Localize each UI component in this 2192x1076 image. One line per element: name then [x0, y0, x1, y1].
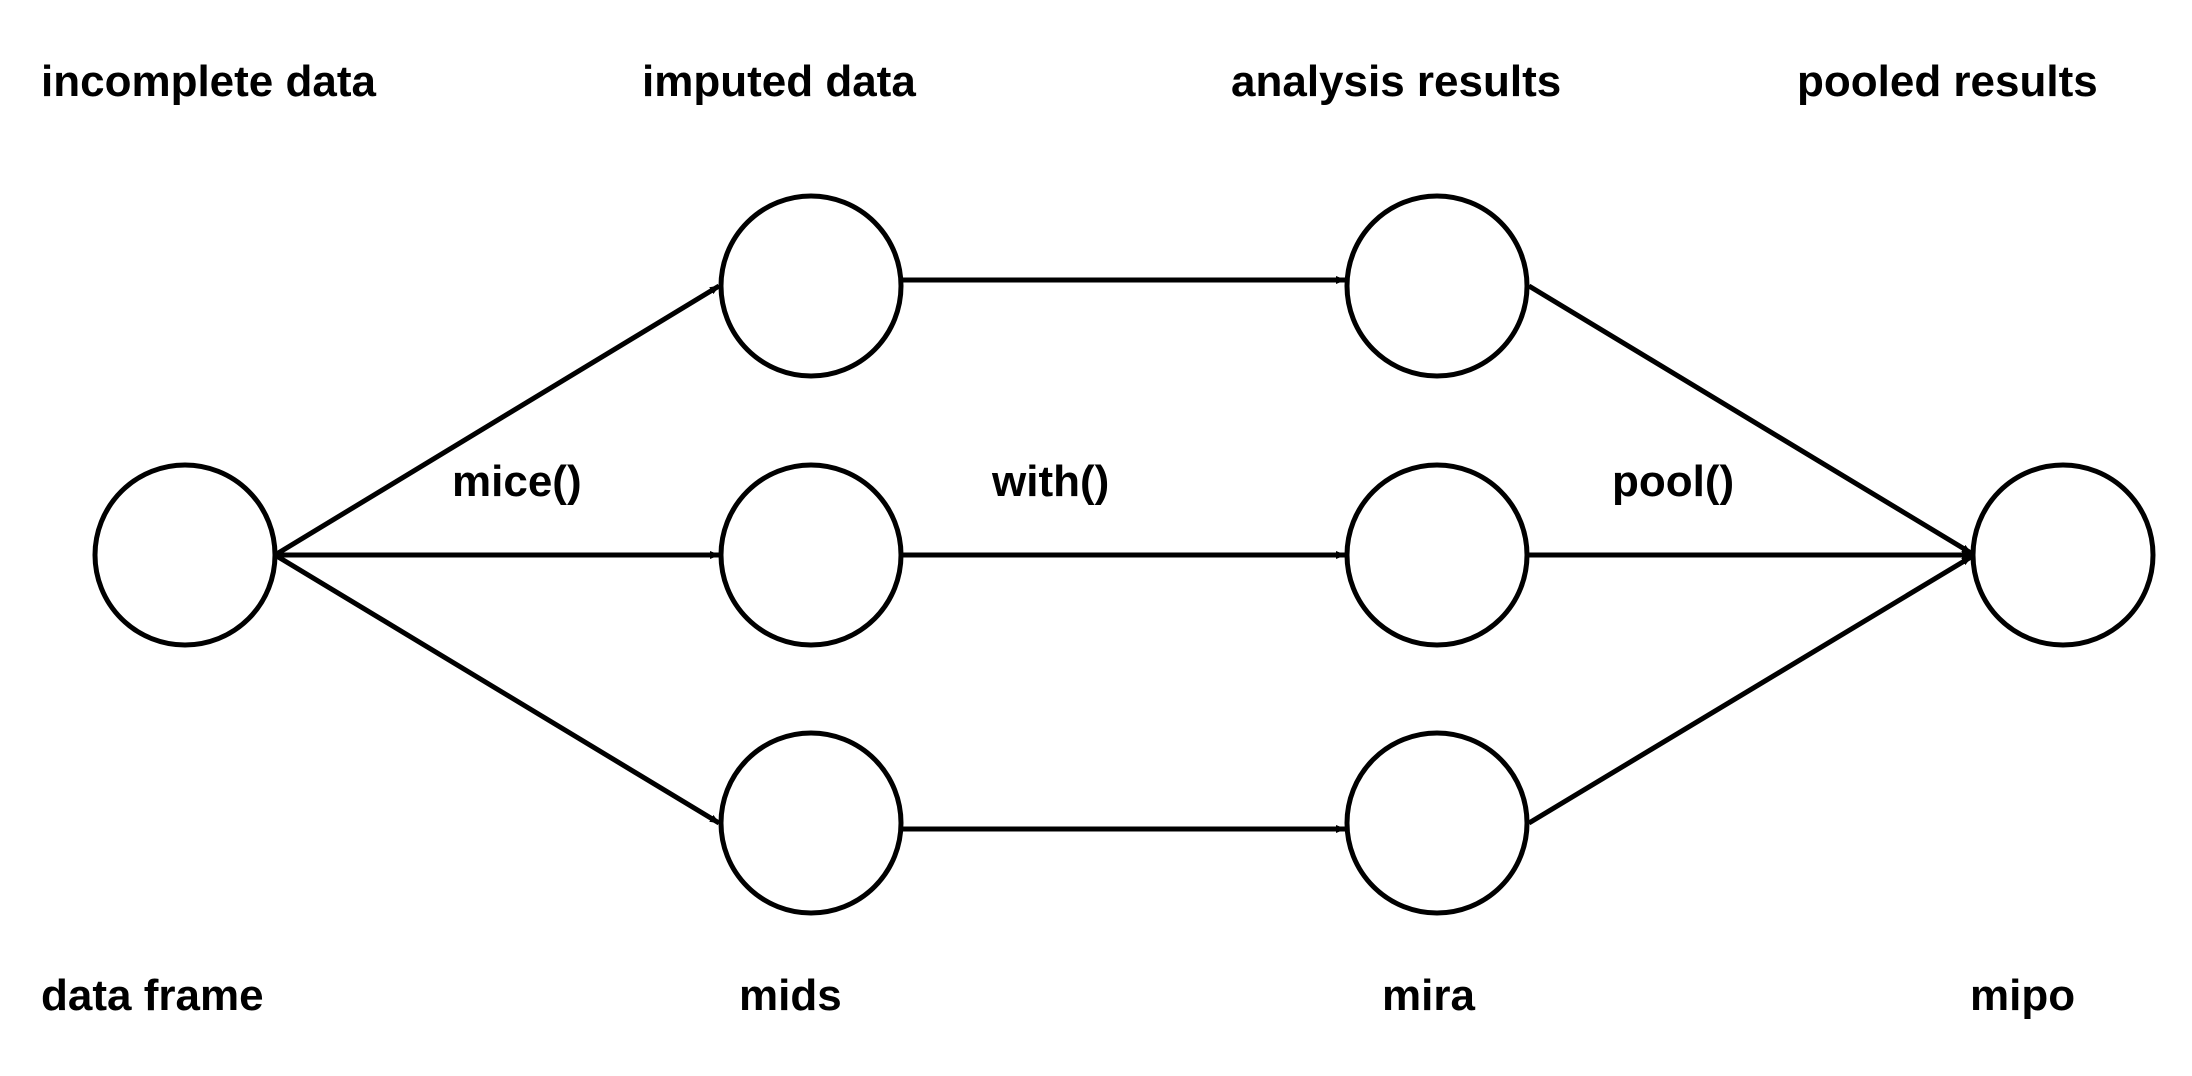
node-imputed-2 [718, 462, 904, 648]
class-label-data-frame: data frame [41, 971, 264, 1020]
header-analysis-results: analysis results [1231, 57, 1561, 106]
header-pooled-results: pooled results [1797, 57, 2098, 106]
node-analysis-1 [1344, 193, 1530, 379]
header-imputed-data: imputed data [642, 57, 916, 106]
arrow-analysis-3-to-pooled [1527, 554, 1973, 826]
class-label-mipo: mipo [1970, 971, 2075, 1020]
class-label-mira: mira [1382, 971, 1475, 1020]
class-label-mids: mids [739, 971, 842, 1020]
arrow-analysis-1-to-pooled [1527, 283, 1973, 556]
node-data-frame [92, 462, 278, 648]
arrow-df-to-imputed-3 [273, 552, 721, 826]
node-analysis-2 [1344, 462, 1530, 648]
header-incomplete-data: incomplete data [41, 57, 376, 106]
arrow-df-to-imputed-1 [273, 283, 721, 558]
node-imputed-3 [718, 730, 904, 916]
node-imputed-1 [718, 193, 904, 379]
node-analysis-3 [1344, 730, 1530, 916]
node-pooled [1970, 462, 2156, 648]
function-label-mice: mice() [452, 457, 582, 506]
function-label-with: with() [991, 457, 1109, 506]
function-label-pool: pool() [1612, 457, 1734, 506]
